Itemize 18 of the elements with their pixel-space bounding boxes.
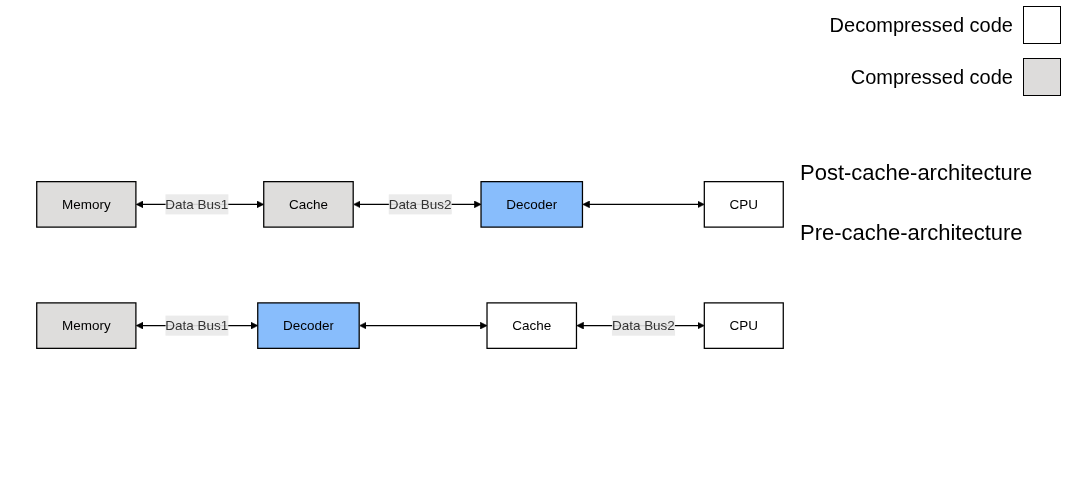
section-title: Pre-cache-architecture [800, 220, 1023, 246]
node-box: Cache [263, 181, 354, 228]
arrow [359, 321, 488, 330]
edge-label: Data Bus1 [165, 318, 229, 333]
legend-text: Compressed code [850, 65, 1013, 89]
node-box: CPU [703, 181, 784, 228]
node-box: Decoder [257, 302, 360, 349]
node-box: CPU [703, 302, 784, 349]
node-box: Cache [486, 302, 578, 349]
legend-text: Decompressed code [829, 13, 1013, 37]
section-title: Post-cache-architecture [800, 160, 1033, 186]
arrow [582, 200, 705, 209]
node-box: Memory [36, 302, 137, 349]
node-box: Decoder [480, 181, 584, 228]
edge-label: Data Bus2 [611, 318, 675, 333]
edge-label: Data Bus2 [388, 196, 452, 212]
node-box: Memory [36, 181, 137, 228]
edge-label: Data Bus1 [165, 196, 229, 212]
